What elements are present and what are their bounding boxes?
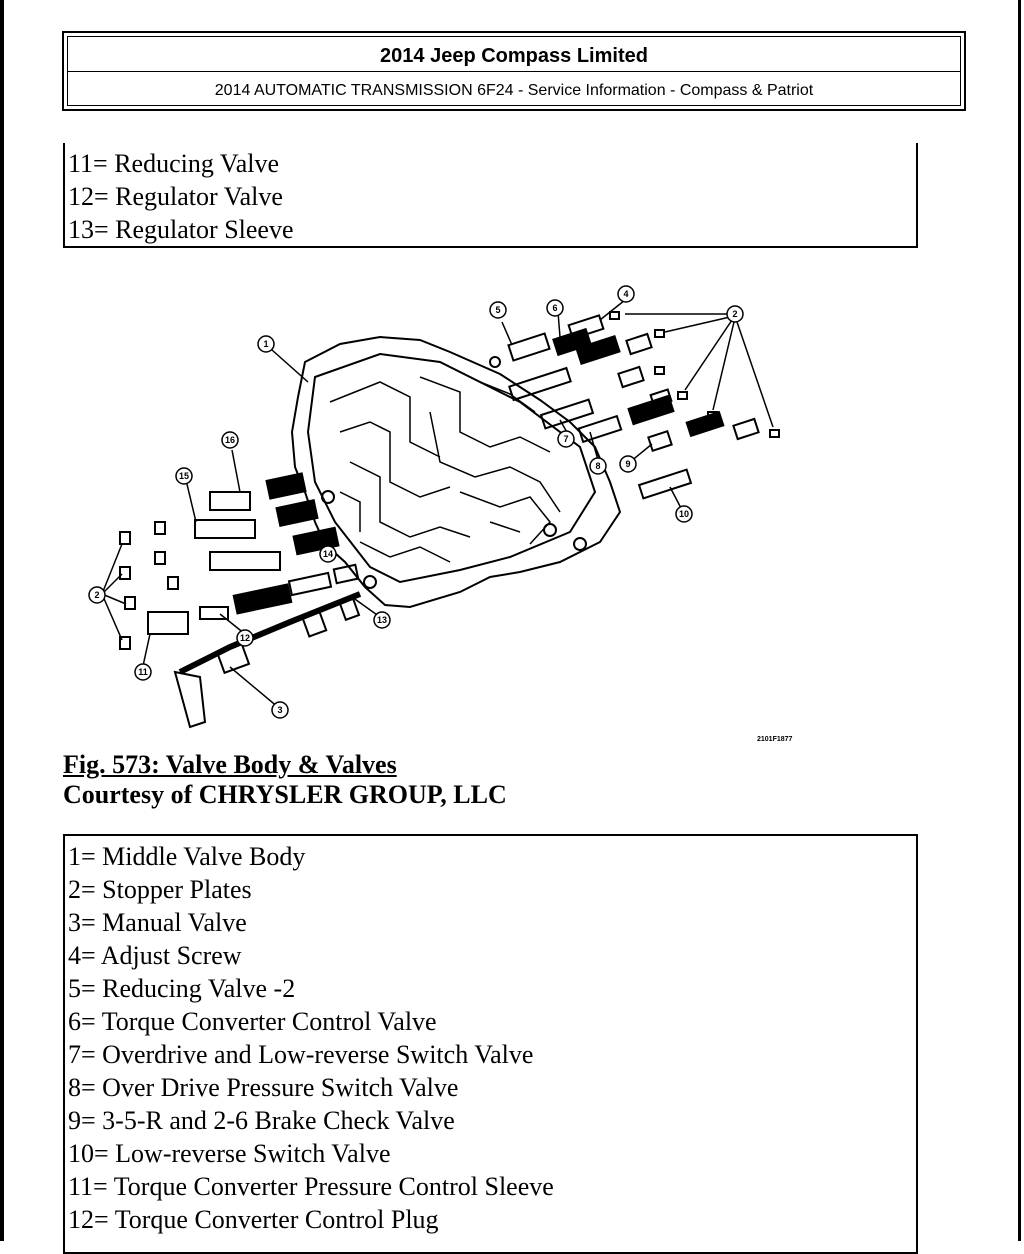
page-right-edge — [1018, 0, 1021, 1241]
svg-text:15: 15 — [179, 471, 189, 481]
legend-item: 8= Over Drive Pressure Switch Valve — [68, 1073, 459, 1102]
legend-item: 11= Reducing Valve — [68, 149, 280, 178]
legend-item: 10= Low-reverse Switch Valve — [68, 1139, 391, 1168]
callout-2-left: 2 — [88, 586, 106, 604]
legend-item: 13= Regulator Sleeve — [68, 215, 294, 244]
callout-13: 13 — [373, 611, 391, 629]
svg-text:10: 10 — [679, 509, 689, 519]
page-left-edge — [0, 0, 4, 1241]
figure-title: Fig. 573: Valve Body & Valves — [63, 750, 397, 779]
callout-5: 5 — [489, 301, 507, 319]
callout-16: 16 — [221, 431, 239, 449]
legend-item: 7= Overdrive and Low-reverse Switch Valv… — [68, 1040, 534, 1069]
callout-4: 4 — [617, 285, 635, 303]
callout-12: 12 — [236, 629, 254, 647]
legend-item: 3= Manual Valve — [68, 908, 247, 937]
svg-text:4: 4 — [623, 289, 628, 299]
svg-text:2: 2 — [732, 309, 737, 319]
figure-caption: Fig. 573: Valve Body & Valves Courtesy o… — [63, 750, 507, 810]
callout-1: 1 — [257, 335, 275, 353]
leader-lines-2-left — [101, 543, 127, 641]
document-subtitle: 2014 AUTOMATIC TRANSMISSION 6F24 - Servi… — [214, 82, 814, 99]
legend-item: 5= Reducing Valve -2 — [68, 974, 296, 1003]
valve-body-illustration: 1 2 2 3 4 5 6 7 8 9 10 11 12 13 14 15 16 — [88, 285, 780, 729]
legend-table: 1= Middle Valve Body 2= Stopper Plates 3… — [63, 834, 918, 1254]
callout-2-right: 2 — [726, 305, 744, 323]
figure-courtesy: Courtesy of CHRYSLER GROUP, LLC — [63, 780, 507, 809]
svg-text:2: 2 — [94, 590, 99, 600]
legend-item: 11= Torque Converter Pressure Control Sl… — [68, 1172, 554, 1201]
svg-text:12: 12 — [240, 633, 250, 643]
svg-text:16: 16 — [225, 435, 235, 445]
document-title: 2014 Jeep Compass Limited — [68, 41, 960, 72]
valve-body-outline — [290, 335, 622, 609]
callout-7: 7 — [557, 430, 575, 448]
svg-text:3: 3 — [277, 705, 282, 715]
callout-15: 15 — [175, 467, 193, 485]
stopper-plates-right — [609, 311, 780, 438]
callout-10: 10 — [675, 505, 693, 523]
callout-3: 3 — [271, 701, 289, 719]
leader-lines-2-right — [625, 313, 774, 428]
legend-item: 1= Middle Valve Body — [68, 842, 306, 871]
callout-14: 14 — [319, 545, 337, 563]
legend-item: 6= Torque Converter Control Valve — [68, 1007, 437, 1036]
figure-code: 2101F1877 — [757, 736, 793, 743]
callout-6: 6 — [546, 299, 564, 317]
callout-9: 9 — [619, 455, 637, 473]
callout-11: 11 — [134, 663, 152, 681]
svg-text:11: 11 — [138, 667, 148, 677]
svg-text:5: 5 — [495, 305, 500, 315]
legend-item: 9= 3-5-R and 2-6 Brake Check Valve — [68, 1106, 455, 1135]
legend-item: 4= Adjust Screw — [68, 941, 242, 970]
stopper-plates-left — [119, 521, 179, 650]
callout-8: 8 — [589, 457, 607, 475]
legend-item: 12= Regulator Valve — [68, 182, 283, 211]
header-inner-frame: 2014 Jeep Compass Limited 2014 AUTOMATIC… — [67, 36, 961, 106]
svg-text:7: 7 — [563, 434, 568, 444]
legend-item: 2= Stopper Plates — [68, 875, 252, 904]
legend-table-continued: 11= Reducing Valve 12= Regulator Valve 1… — [63, 143, 918, 248]
svg-text:6: 6 — [552, 303, 557, 313]
svg-text:13: 13 — [377, 615, 387, 625]
document-header: 2014 Jeep Compass Limited 2014 AUTOMATIC… — [62, 31, 966, 111]
valve-parts-left — [147, 472, 362, 729]
valve-parts-upper — [507, 314, 760, 500]
legend-item: 12= Torque Converter Control Plug — [68, 1205, 439, 1234]
svg-text:8: 8 — [595, 461, 600, 471]
svg-text:1: 1 — [263, 339, 268, 349]
svg-text:14: 14 — [323, 549, 333, 559]
svg-text:9: 9 — [625, 459, 630, 469]
